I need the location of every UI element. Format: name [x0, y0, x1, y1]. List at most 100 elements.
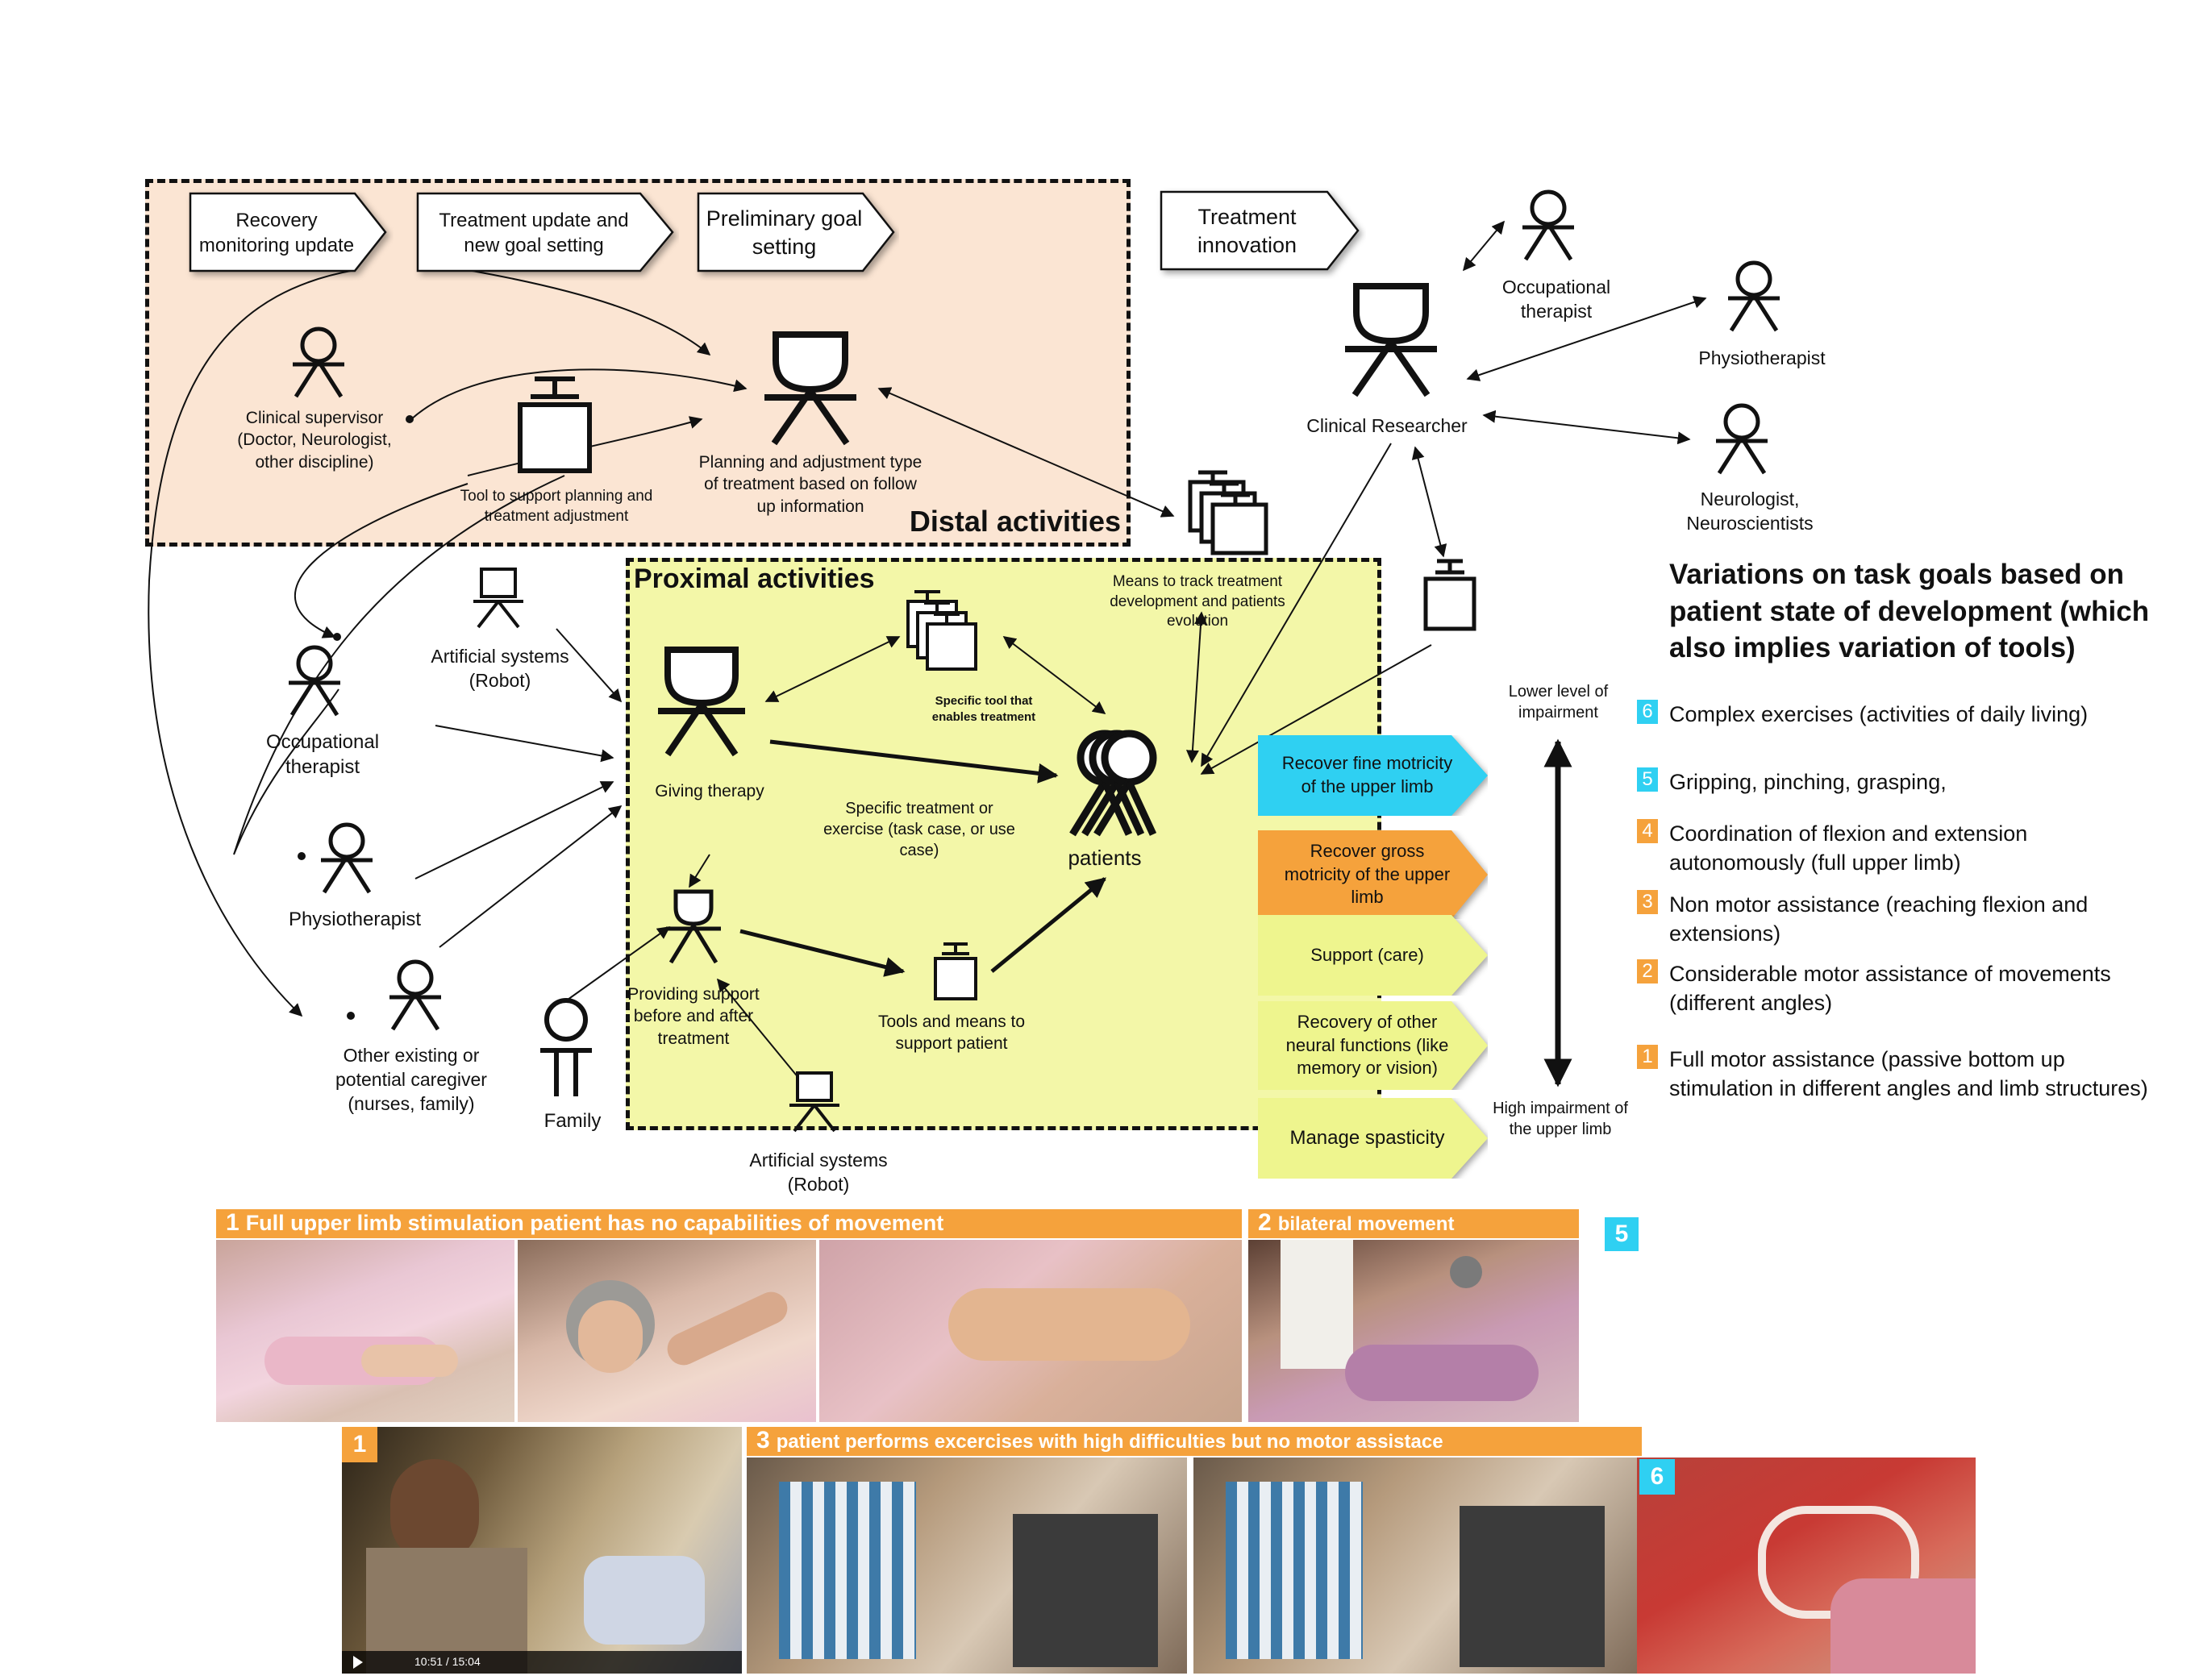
occupational-therapist-left-label: Occupational therapist [265, 731, 380, 779]
patients-icon [1069, 730, 1157, 837]
clinical-researcher-icon [1345, 283, 1437, 397]
variation-text-5: Gripping, pinching, grasping, [1669, 770, 1947, 794]
photo-badge-1: 1 [342, 1427, 377, 1462]
photo-strip-3-caption: patient performs excercises with high di… [776, 1431, 1443, 1453]
goal-manage-spasticity: Manage spasticity [1258, 1098, 1488, 1179]
photo-bilateral-movement [1248, 1240, 1579, 1422]
occupational-therapist-right-icon [1522, 189, 1574, 261]
goal-other-neural: Recovery of other neural functions (like… [1258, 1001, 1488, 1090]
recovery-monitoring-step: Recovery monitoring update [184, 185, 394, 281]
goal-support-care-label: Support (care) [1310, 944, 1424, 965]
variation-item-3: 3 Non motor assistance (reaching flexion… [1637, 890, 2153, 949]
photo-strip-3-header: 3 patient performs excercises with high d… [747, 1427, 1642, 1456]
giving-therapy-icon [658, 647, 745, 757]
preliminary-goal-label: Preliminary goal setting [706, 206, 863, 259]
variation-item-2: 2 Considerable motor assistance of movem… [1637, 959, 2153, 1018]
clinical-supervisor-label: Clinical supervisor (Doctor, Neurologist… [237, 409, 392, 472]
tool-planning-label: Tool to support planning and treatment a… [460, 488, 653, 525]
specific-tool-label: Specific tool that enables treatment [931, 694, 1036, 724]
neurologist-label: Neurologist, Neuroscientists [1686, 489, 1814, 534]
variation-badge-4: 4 [1637, 819, 1658, 843]
treatment-innovation-step: Treatment innovation [1156, 184, 1366, 279]
photo-badge-5: 5 [1605, 1217, 1639, 1251]
artificial-system-top-icon [473, 568, 523, 629]
variation-text-3: Non motor assistance (reaching flexion a… [1669, 892, 2089, 946]
means-track-icon [1188, 470, 1268, 555]
providing-support-icon [666, 889, 721, 964]
variation-badge-5: 5 [1637, 767, 1658, 792]
photo-complex-exercise [1637, 1458, 1976, 1674]
variation-item-5: 5 Gripping, pinching, grasping, [1637, 767, 2193, 796]
photo-seated-exercise-1 [747, 1458, 1187, 1674]
family-icon [540, 998, 592, 1096]
goal-gross-motricity-label: Recover gross motricity of the upper lim… [1284, 841, 1451, 908]
photo-therapist-bedside: 10:51 / 15:04 [342, 1427, 742, 1674]
clinical-researcher-label: Clinical Researcher [1306, 415, 1468, 436]
variation-text-4: Coordination of flexion and extension au… [1669, 821, 2028, 875]
variation-badge-6: 6 [1637, 700, 1658, 724]
variation-item-1: 1 Full motor assistance (passive bottom … [1637, 1045, 2153, 1104]
goal-support-care: Support (care) [1258, 915, 1488, 996]
artificial-system-bottom-icon [789, 1071, 839, 1133]
photo-arm-stimulation [819, 1240, 1242, 1422]
variation-badge-2: 2 [1637, 959, 1658, 983]
goal-fine-motricity-label: Recover fine motricity of the upper limb [1281, 753, 1453, 796]
other-caregiver-label: Other existing or potential caregiver (n… [335, 1045, 487, 1114]
photo-seated-exercise-2 [1193, 1458, 1642, 1674]
treatment-innovation-label: Treatment innovation [1197, 204, 1297, 257]
photo-strip-3-number: 3 [756, 1427, 770, 1453]
video-play-icon[interactable] [353, 1656, 363, 1669]
giving-therapy-label: Giving therapy [655, 782, 764, 800]
photo-patient-lying-2 [518, 1240, 816, 1422]
other-caregiver-icon [389, 959, 441, 1031]
variations-title: Variations on task goals based on patien… [1669, 559, 2150, 663]
variation-text-2: Considerable motor assistance of movemen… [1669, 962, 2111, 1016]
occupational-therapist-left-icon [289, 645, 340, 717]
specific-tool-icon [906, 590, 977, 671]
scale-top-label: Lower level of impairment [1508, 683, 1609, 721]
researcher-tool-icon [1423, 559, 1476, 631]
photo-badge-6: 6 [1639, 1459, 1675, 1495]
photo-strip-1-number: 1 [226, 1209, 239, 1236]
recovery-monitoring-label: Recovery monitoring update [198, 209, 355, 256]
artificial-system-bottom-label: Artificial systems (Robot) [749, 1150, 888, 1195]
variation-item-6: 6 Complex exercises (activities of daily… [1637, 700, 2193, 729]
family-label: Family [544, 1110, 602, 1132]
physiotherapist-left-icon [321, 822, 373, 894]
goal-manage-spasticity-label: Manage spasticity [1289, 1127, 1445, 1150]
treatment-update-label: Treatment update and new goal setting [439, 209, 629, 256]
photo-strip-2-number: 2 [1258, 1209, 1272, 1236]
planning-type-icon [764, 331, 856, 446]
preliminary-goal-step: Preliminary goal setting [693, 185, 899, 281]
patients-label: patients [1068, 846, 1142, 870]
treatment-update-step: Treatment update and new goal setting [413, 185, 679, 281]
tools-support-label: Tools and means to support patient [877, 1013, 1026, 1054]
proximal-zone-label: Proximal activities [634, 563, 875, 594]
photo-strip-1-caption: Full upper limb stimulation patient has … [245, 1211, 944, 1235]
goal-other-neural-label: Recovery of other neural functions (like… [1285, 1012, 1449, 1079]
neurologist-icon [1716, 403, 1768, 475]
artificial-system-top-label: Artificial systems (Robot) [431, 646, 569, 691]
variation-badge-3: 3 [1637, 890, 1658, 914]
variation-item-4: 4 Coordination of flexion and extension … [1637, 819, 2153, 878]
specific-treatment-label: Specific treatment or exercise (task cas… [823, 800, 1015, 859]
clinical-supervisor-icon [293, 326, 344, 398]
tools-support-icon [934, 942, 977, 1000]
variation-badge-1: 1 [1637, 1045, 1658, 1069]
occupational-therapist-right-label: Occupational therapist [1501, 277, 1611, 322]
variation-text-6: Complex exercises (activities of daily l… [1669, 702, 2089, 726]
physiotherapist-right-icon [1728, 260, 1780, 332]
variation-text-1: Full motor assistance (passive bottom up… [1669, 1047, 2148, 1101]
physiotherapist-left-label: Physiotherapist [288, 909, 422, 930]
means-track-label: Means to track treatment development and… [1110, 573, 1285, 630]
goal-fine-motricity: Recover fine motricity of the upper limb [1258, 735, 1488, 816]
goal-gross-motricity: Recover gross motricity of the upper lim… [1258, 830, 1488, 919]
tool-planning-icon [518, 376, 592, 473]
physiotherapist-right-label: Physiotherapist [1698, 347, 1826, 368]
photo-patient-lying-1 [216, 1240, 514, 1422]
planning-type-label: Planning and adjustment type of treatmen… [698, 453, 922, 516]
